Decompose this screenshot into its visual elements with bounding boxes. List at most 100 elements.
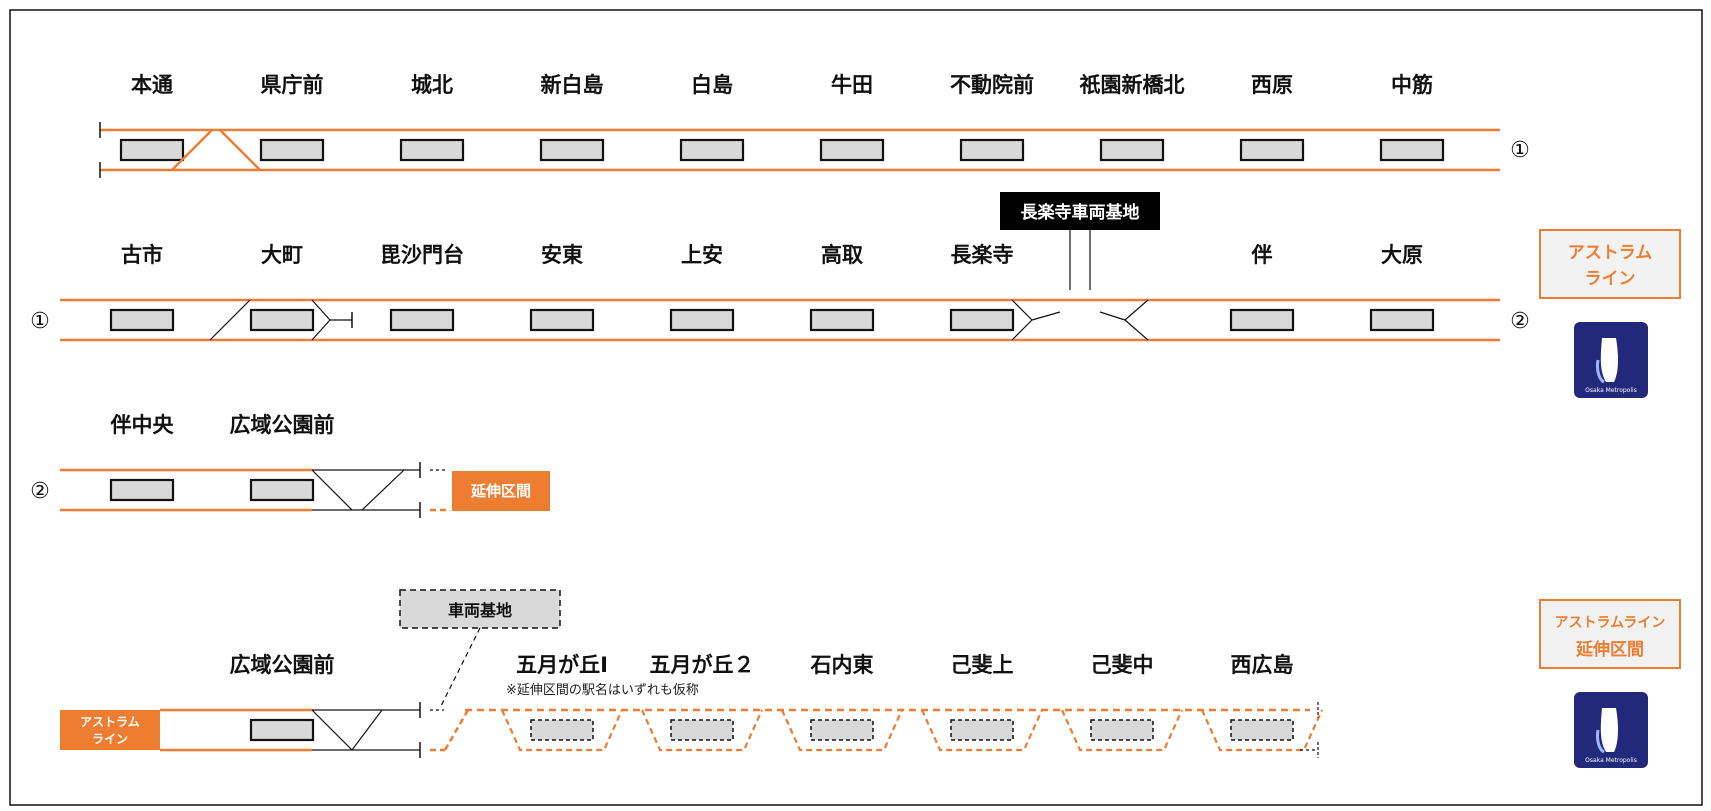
platform [1099, 138, 1165, 162]
legend-astram: アストラム ライン [1539, 229, 1681, 299]
row1-crossover-a [171, 129, 213, 171]
planned-track-loop [780, 709, 904, 752]
row2-siding-b [311, 319, 331, 341]
station-name: 毘沙門台 [380, 243, 464, 267]
platform [259, 138, 325, 162]
logo-mark-accent [1596, 729, 1605, 754]
extension-box [452, 471, 550, 511]
legend-astram-line1: アストラム [1568, 243, 1653, 263]
planned-platform [950, 719, 1014, 741]
extension-box-label: 延伸区間 [470, 482, 531, 500]
depot-branch-d [1099, 311, 1126, 321]
planned-station-name: 西広島 [1231, 653, 1294, 677]
depot-branch-c [1031, 311, 1061, 321]
platform [809, 308, 875, 332]
line-box-line2: ライン [92, 732, 128, 746]
legend-extension: アストラムライン 延伸区間 [1539, 599, 1681, 669]
planned-track-loop [500, 709, 624, 752]
station-name: 白島 [691, 73, 733, 97]
legend-astram-box [1539, 229, 1681, 299]
line-box [60, 710, 160, 750]
depot-branch-e [1124, 299, 1149, 321]
logo-lower: Osaka Metropolis [1574, 692, 1648, 768]
station-name: 高取 [821, 243, 863, 267]
planned-station-name: 五月が丘Ⅰ [516, 653, 608, 677]
depot-label: 長楽寺車両基地 [1021, 202, 1140, 223]
planned-station-name: 五月が丘２ [650, 653, 755, 677]
row3-crossover-b [361, 469, 405, 511]
logo-mark [1600, 338, 1618, 382]
platform [669, 308, 735, 332]
planned-platform [1230, 719, 1294, 741]
station-name: 本通 [131, 73, 173, 97]
logo-upper: Osaka Metropolis [1574, 322, 1648, 398]
row1-crossover-b [219, 129, 261, 171]
logo-lower-text: Osaka Metropolis [1585, 757, 1637, 764]
station-name: 安東 [541, 243, 583, 267]
platform [1229, 308, 1295, 332]
legend-extension-box [1539, 599, 1681, 669]
row4-crossover-a [311, 709, 353, 751]
planned-platform [670, 719, 734, 741]
station-name: 伴 [1251, 243, 1273, 267]
planned-track-loop [640, 709, 764, 752]
logo-upper-text: Osaka Metropolis [1585, 387, 1637, 394]
row3-track: ② 延伸区間 [30, 462, 550, 518]
platform [109, 308, 175, 332]
row4-crossover-b [351, 709, 383, 751]
planned-platform [1090, 719, 1154, 741]
platform [249, 308, 315, 332]
station-name: 西原 [1251, 73, 1293, 97]
line-box-line1: アストラム [80, 715, 140, 729]
logo-mark-accent [1596, 359, 1605, 384]
platform [529, 308, 595, 332]
row1-end-marker: ① [1510, 138, 1530, 163]
platform [389, 308, 455, 332]
row2-end-marker: ② [1510, 309, 1530, 334]
diagram-frame [9, 9, 1703, 806]
platform [679, 138, 745, 162]
station-name: 新白島 [541, 73, 604, 97]
legend-extension-line2: 延伸区間 [1575, 639, 1644, 660]
row3-crossover-a [311, 469, 353, 511]
platform [1369, 308, 1435, 332]
depot-label-box [1000, 192, 1160, 230]
extension-ramp [443, 709, 470, 751]
planned-platform [530, 719, 594, 741]
station-name: 城北 [411, 73, 453, 97]
row3-start-marker: ② [30, 479, 50, 504]
row1-track: ① [99, 122, 1530, 178]
station-name: 県庁前 [261, 73, 324, 97]
planned-platform [810, 719, 874, 741]
platform [1239, 138, 1305, 162]
station-name: 不動院前 [950, 73, 1034, 97]
planned-track-loop [1060, 709, 1184, 752]
station-name: 祇園新橋北 [1079, 73, 1185, 97]
platform [539, 138, 605, 162]
station-name: 広域公園前 [230, 653, 335, 677]
platform [119, 138, 185, 162]
platform [249, 478, 315, 502]
row4-track: アストラム ライン 車両基地 ※延伸区間の駅名はいずれも仮称 [60, 589, 1319, 758]
logo-mark [1600, 708, 1618, 752]
planned-station-name: 己斐上 [951, 653, 1014, 677]
station-name: 大町 [261, 243, 303, 267]
row2-start-marker: ① [30, 309, 50, 334]
platform [1379, 138, 1445, 162]
depot-branch-a [1011, 299, 1033, 321]
stations-layer: 本通県庁前城北新白島白島牛田不動院前祇園新橋北西原中筋古市大町毘沙門台安東上安高… [109, 73, 1445, 752]
legend-extension-line1: アストラムライン [1555, 615, 1666, 631]
station-name: 上安 [681, 243, 723, 267]
station-name: 伴中央 [110, 413, 175, 437]
depot-branch-b [1011, 319, 1033, 341]
row2-crossover [209, 299, 251, 341]
planned-track-loop [1200, 709, 1324, 752]
row2-track: ① ② 長楽寺車両基地 [30, 192, 1530, 342]
legend-astram-line2: ライン [1585, 269, 1636, 289]
station-name: 牛田 [831, 73, 873, 97]
future-depot-label: 車両基地 [448, 601, 512, 620]
depot-branch-f [1124, 319, 1149, 341]
planned-track-loop [920, 709, 1044, 752]
station-name: 長楽寺 [951, 243, 1014, 267]
